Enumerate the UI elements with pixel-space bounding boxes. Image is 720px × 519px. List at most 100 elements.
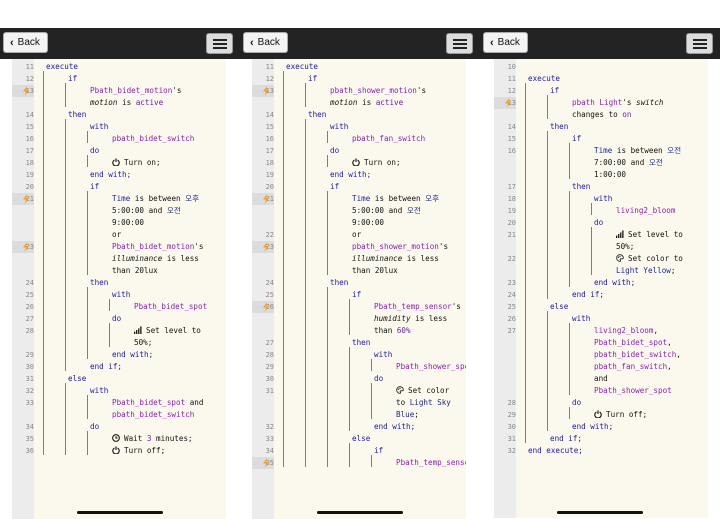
code-text: Pbath_bidet_spot [134, 301, 207, 313]
keyword: if [550, 86, 560, 95]
line-number: 32 [265, 423, 274, 431]
block-guide [87, 287, 88, 359]
line-number: 21 [507, 231, 516, 239]
keyword: if [374, 446, 384, 455]
code-text: pbath_fan_switch, [594, 361, 672, 373]
code-text: end if; [550, 433, 582, 445]
keyword: end with; [112, 350, 154, 359]
device-name[interactable]: living2_bloom [616, 206, 676, 215]
code-text: Time is between 오전 [594, 145, 681, 157]
keyword: do [330, 146, 340, 155]
device-name[interactable]: Pbath_shower_spot [594, 386, 672, 395]
line-number: 18 [507, 195, 516, 203]
code-line: and [494, 373, 708, 385]
device-name[interactable]: pbath_bidet_switch [594, 350, 677, 359]
device-name[interactable]: Pbath_temp_sensor [374, 302, 452, 311]
line-number: 29 [25, 351, 34, 359]
keyword: end if; [90, 362, 123, 371]
device-name[interactable]: pbath Light [572, 98, 623, 107]
code-line: humidity is less [252, 313, 466, 325]
line-number: 14 [507, 123, 516, 131]
token: changes to [572, 110, 623, 119]
device-name[interactable]: Pbath_bidet_spot [594, 338, 668, 347]
device-name[interactable]: Pbath_shower_spot [396, 362, 466, 371]
code-text: Turn off; [112, 445, 165, 457]
back-button[interactable]: ‹Back [3, 32, 48, 53]
code-line: illuminance is less [12, 253, 226, 265]
device-name[interactable]: Pbath_bidet_motion [112, 242, 195, 251]
code-text: than 20lux [112, 265, 158, 277]
power-icon [112, 446, 120, 454]
keyword: with [90, 386, 109, 395]
back-button[interactable]: ‹Back [243, 32, 288, 53]
back-button[interactable]: ‹Back [483, 32, 528, 53]
code-line: than 20lux [252, 265, 466, 277]
token: 1:00:00 [594, 170, 627, 179]
device-name[interactable]: pbath_shower_motion [330, 86, 417, 95]
token: 's [172, 86, 182, 95]
menu-button[interactable] [446, 33, 473, 54]
device-name[interactable]: pbath_fan_switch [352, 134, 426, 143]
code-text: 5:00:00 and 오전 [112, 205, 181, 217]
line-number: 28 [25, 327, 34, 335]
line-number: 12 [25, 75, 34, 83]
trigger-bolt-icon [23, 86, 29, 96]
device-name[interactable]: Pbath_bidet_spot [112, 398, 186, 407]
code-text: or [352, 229, 361, 241]
code-text: end with; [90, 169, 131, 181]
block-guide [327, 191, 328, 275]
menu-button[interactable] [686, 33, 713, 54]
line-number: 17 [507, 183, 516, 191]
token: 3 [146, 434, 152, 443]
device-name[interactable]: Pbath_temp_sensor [396, 458, 466, 467]
chevron-left-icon: ‹ [490, 36, 494, 49]
device-name[interactable]: pbath_shower_motion [352, 242, 439, 251]
code-text: do [330, 145, 339, 157]
block-guide [349, 443, 350, 467]
menu-button[interactable] [206, 33, 233, 54]
keyword: end with; [330, 170, 372, 179]
power-icon [352, 158, 360, 166]
token: Set color to [628, 254, 683, 263]
device-name[interactable]: living2_bloom [594, 326, 654, 335]
code-line: 9:00:00 [252, 217, 466, 229]
line-number: 31 [265, 387, 274, 395]
device-name[interactable]: pbath_bidet_switch [112, 134, 195, 143]
line-number: 19 [265, 171, 274, 179]
code-line: 50%; [494, 241, 708, 253]
keyword: end with; [594, 278, 636, 287]
line-number: 15 [507, 135, 516, 143]
token: is [117, 98, 136, 107]
block-guide [87, 131, 88, 143]
device-name[interactable]: Pbath_bidet_motion [90, 86, 173, 95]
token: 5:00:00 and [352, 206, 407, 215]
line-number: 27 [25, 315, 34, 323]
device-name[interactable]: pbath_bidet_switch [112, 410, 195, 419]
code-text: do [112, 313, 121, 325]
block-guide [591, 227, 592, 275]
token: 60% [396, 326, 411, 335]
device-name[interactable]: pbath_fan_switch [594, 362, 668, 371]
device-name[interactable]: Pbath_bidet_spot [134, 302, 208, 311]
code-text: Pbath_bidet_motion's [112, 241, 203, 253]
token: 오전 [667, 146, 682, 155]
code-text: then [572, 181, 590, 193]
